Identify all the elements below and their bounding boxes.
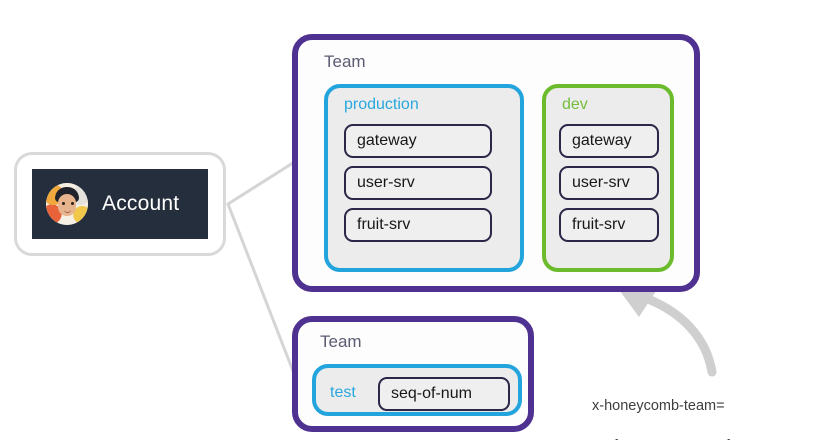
connector-account-to-team-bottom [226, 202, 295, 373]
annotation-line-2: DGf98PF3xUEXYC8fg34zZP [592, 436, 828, 440]
environment-label-dev: dev [562, 96, 588, 113]
team-label: Team [320, 332, 362, 351]
account-card[interactable]: Account [14, 152, 226, 256]
service-chip[interactable]: user-srv [344, 166, 492, 200]
service-chip[interactable]: gateway [559, 124, 659, 158]
service-chip[interactable]: user-srv [559, 166, 659, 200]
account-label: Account [102, 192, 180, 215]
service-chip[interactable]: fruit-srv [559, 208, 659, 242]
connector-account-to-team-top [226, 159, 298, 206]
team-box-top[interactable]: Team production gateway user-srv fruit-s… [292, 34, 700, 292]
user-avatar-photo [46, 183, 88, 225]
service-chip[interactable]: seq-of-num [378, 377, 510, 411]
annotation-header-text: x-honeycomb-team= DGf98PF3xUEXYC8fg34zZP [592, 376, 828, 440]
environment-box-test[interactable]: test seq-of-num [312, 364, 522, 416]
service-chip[interactable]: gateway [344, 124, 492, 158]
environment-box-dev[interactable]: dev gateway user-srv fruit-srv [542, 84, 674, 272]
annotation-arrow-shaft [643, 294, 717, 377]
team-label: Team [324, 52, 366, 71]
environment-box-production[interactable]: production gateway user-srv fruit-srv [324, 84, 524, 272]
annotation-line-1: x-honeycomb-team= [592, 398, 725, 414]
environment-label-test: test [330, 384, 356, 401]
account-chip: Account [32, 169, 208, 239]
team-box-bottom[interactable]: Team test seq-of-num [292, 316, 534, 432]
environment-label-production: production [344, 96, 419, 113]
service-chip[interactable]: fruit-srv [344, 208, 492, 242]
